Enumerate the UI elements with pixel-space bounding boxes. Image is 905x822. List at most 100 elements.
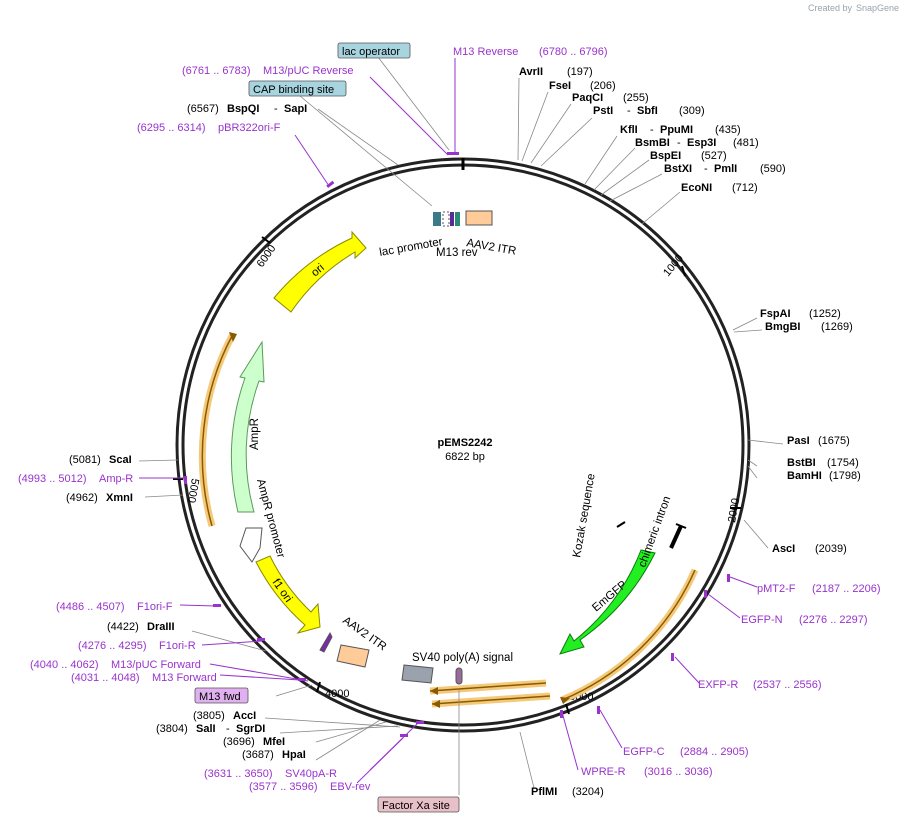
primer-m13fwd-range: (4031 .. 4048)	[71, 672, 140, 684]
cap-tag	[248, 80, 347, 97]
m13fwd-tag	[194, 687, 249, 704]
enzyme-ecoNI: EcoNI	[681, 182, 712, 194]
enzyme-salI: SalI	[196, 723, 216, 735]
enzyme-pflMI: PflMI	[531, 786, 557, 798]
ampr-arrow	[230, 340, 265, 513]
lac-operator-box	[442, 211, 450, 227]
enzyme-avrII-pos: (197)	[567, 66, 593, 78]
enzyme-bmgBI: BmgBI	[765, 321, 800, 333]
enzyme-bstXI: BstXI	[664, 163, 692, 175]
enzyme-bstXI-pos: (590)	[760, 163, 786, 175]
enzyme-bsmBI-pos: (481)	[733, 137, 759, 149]
enzyme-bstBI-pos: (1754)	[827, 457, 859, 469]
ori-arrow	[273, 230, 367, 313]
primer-f1orif: F1ori-F	[137, 601, 173, 613]
enzyme-sapI: SapI	[284, 103, 307, 115]
enzyme-kflI: KflI	[620, 124, 638, 136]
lac-promoter-label: lac promoter	[378, 236, 443, 259]
enzyme-fspAI-pos: (1252)	[809, 308, 841, 320]
enzyme-scaI: ScaI	[109, 454, 132, 466]
primer-pbr322: pBR322ori-F	[218, 122, 281, 134]
enzyme-ascI-pos: (2039)	[815, 543, 847, 555]
primer-leaders	[139, 58, 758, 784]
primer-markers	[184, 152, 730, 737]
primer-m13puc-rev: M13/pUC Reverse	[263, 65, 353, 77]
tick-6000	[261, 236, 271, 244]
orf-right-line	[561, 569, 696, 701]
enzyme-paqCI-pos: (255)	[623, 92, 649, 104]
enzyme-pstI: PstI	[593, 105, 613, 117]
enzyme-kflI-sep: -	[650, 124, 654, 136]
tick-3000	[565, 703, 570, 715]
cap-text: CAP binding site	[253, 84, 334, 96]
tick-4000	[316, 681, 321, 693]
enzyme-draIII: DraIII	[147, 621, 175, 633]
enzyme-pflMI-pos: (3204)	[572, 786, 604, 798]
ampr-promoter-arrow	[239, 527, 263, 563]
enzyme-bspQI-pos: (6567)	[187, 103, 219, 115]
plasmid-name: pEMS2242	[437, 437, 492, 449]
enzyme-fseI-pos: (206)	[590, 80, 616, 92]
enzyme-ppuMI: PpuMI	[660, 124, 693, 136]
primer-ampr-range: (4993 .. 5012)	[18, 473, 87, 485]
enzyme-bsmBI: BsmBI	[635, 137, 670, 149]
tick-label-4000: 4000	[325, 688, 349, 700]
enzyme-bamHI: BamHI	[787, 470, 822, 482]
enzyme-bspEI: BspEI	[650, 150, 681, 162]
enzyme-pasI-pos: (1675)	[818, 435, 850, 447]
f1ori-arrow	[255, 555, 321, 634]
lac-promoter-box	[433, 212, 441, 226]
sv40-box	[401, 664, 434, 684]
plasmid-size: 6822 bp	[445, 451, 485, 463]
orf-ampr-head	[229, 332, 237, 342]
enzyme-fseI: FseI	[549, 80, 571, 92]
primer-sv40par-range: (3631 .. 3650)	[204, 768, 273, 780]
enzyme-esp3I: Esp3I	[687, 137, 716, 149]
primer-m13puc-fwd-range: (4040 .. 4062)	[30, 659, 99, 671]
enzyme-pasI: PasI	[787, 435, 810, 447]
orf-bottom2-line	[431, 695, 551, 705]
emgfp-arrow	[559, 549, 656, 655]
primer-m13fwd: M13 Forward	[152, 672, 217, 684]
enzyme-mfeI-pos: (3696)	[223, 736, 255, 748]
enzyme-ecoNI-pos: (712)	[732, 182, 758, 194]
lac-operator-text: lac operator	[342, 46, 400, 58]
primer-ebvrev-range: (3577 .. 3596)	[249, 781, 318, 793]
sv40-label: SV40 poly(A) signal	[412, 652, 513, 664]
tick-label-5000: 5000	[185, 477, 201, 503]
enzyme-avrII: AvrII	[519, 66, 543, 78]
chimeric-intron-label: chimeric intron	[637, 495, 674, 569]
credit-prefix: Created by	[808, 3, 853, 13]
enzyme-bmgBI-pos: (1269)	[821, 321, 853, 333]
primer-wprer-range: (3016 .. 3036)	[644, 766, 713, 778]
primer-exfpr: EXFP-R	[698, 679, 738, 691]
credit-brand: SnapGene	[856, 3, 899, 13]
primer-wprer: WPRE-R	[581, 766, 626, 778]
aav2-itr-bottom-marker	[319, 631, 333, 653]
enzyme-sgrDI: SgrDI	[236, 723, 265, 735]
enzyme-bstBI: BstBI	[787, 457, 816, 469]
ampr-label: AmpR	[249, 418, 261, 450]
primer-pmt2-range: (2187 .. 2206)	[812, 583, 881, 595]
enzyme-bstXI-sep: -	[704, 163, 708, 175]
primer-sv40par: SV40pA-R	[285, 768, 337, 780]
enzyme-pstI-pos: (309)	[679, 105, 705, 117]
factor-xa-text: Factor Xa site	[382, 800, 450, 812]
enzyme-pstI-sep: -	[627, 105, 631, 117]
enzyme-hpaI-pos: (3687)	[242, 749, 274, 761]
chimeric-intron-bar	[669, 525, 683, 549]
primer-m13rev: M13 Reverse	[453, 46, 518, 58]
tick-1000	[681, 265, 686, 277]
m13fwd-text: M13 fwd	[199, 691, 241, 703]
primer-egfpc-range: (2884 .. 2905)	[680, 746, 749, 758]
enzyme-mfeI: MfeI	[263, 736, 285, 748]
primer-pmt2: pMT2-F	[757, 583, 796, 595]
primer-ebvrev: EBV-rev	[330, 781, 371, 793]
enzyme-accI-pos: (3805)	[193, 710, 225, 722]
m13-rev-label: M13 rev	[436, 247, 478, 259]
enzyme-accI: AccI	[233, 710, 256, 722]
enzyme-sbfI: SbfI	[637, 105, 658, 117]
primer-f1orir-range: (4276 .. 4295)	[78, 640, 147, 652]
tick-label-1000: 1000	[661, 252, 686, 278]
